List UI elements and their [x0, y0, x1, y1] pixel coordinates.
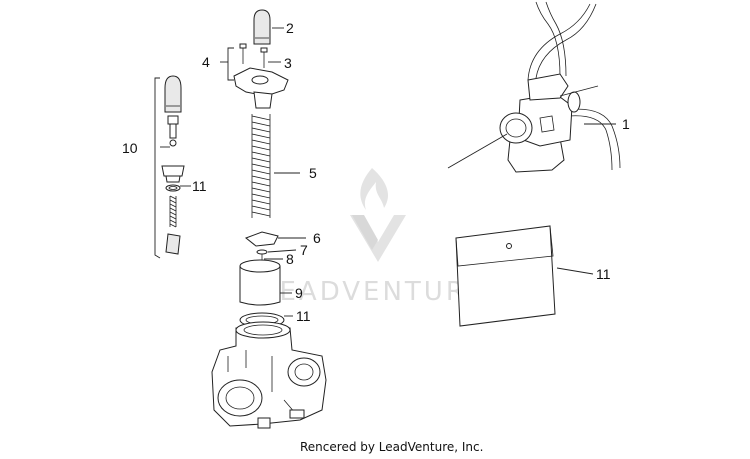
choke-plunger-assembly	[154, 75, 191, 259]
callout-10: 10	[122, 140, 138, 156]
needle-clip	[256, 249, 268, 255]
callout-2: 2	[286, 20, 294, 36]
throttle-slide	[239, 259, 281, 306]
callout-8: 8	[286, 251, 294, 267]
plunger-spring	[169, 195, 177, 228]
rubber-cap	[164, 75, 182, 113]
nut-stem	[169, 123, 177, 139]
group-bracket-10	[154, 77, 161, 259]
group-bracket-4	[227, 47, 234, 81]
o-ring-left	[165, 184, 181, 192]
callout-11-left: 11	[192, 178, 207, 194]
carb-top-cover	[233, 67, 289, 109]
callout-11-pouch: 11	[596, 266, 611, 282]
callout-7: 7	[300, 242, 308, 258]
carburetor-assembly	[499, 1, 621, 173]
carburetor-body	[211, 321, 327, 429]
nut	[167, 115, 179, 125]
throttle-spring	[251, 114, 271, 218]
cable-boot	[253, 9, 271, 45]
throttle-cable	[527, 3, 591, 81]
callout-9: 9	[295, 285, 303, 301]
callout-3: 3	[284, 55, 292, 71]
cover-screws	[239, 43, 268, 68]
leadventure-watermark: LEADVENTURE	[262, 168, 486, 307]
leadventure-flame-logo	[350, 168, 406, 262]
callout-6: 6	[313, 230, 321, 246]
watermark-text: LEADVENTURE	[262, 277, 486, 307]
needle-retainer-plate	[245, 231, 279, 247]
plunger	[165, 233, 181, 255]
callout-5: 5	[309, 165, 317, 181]
callout-11-body: 11	[296, 308, 311, 324]
callout-4: 4	[202, 54, 210, 70]
parts-pouch	[455, 225, 556, 327]
plunger-head	[161, 165, 185, 177]
render-credit: Rencered by LeadVenture, Inc.	[300, 440, 483, 454]
callout-1: 1	[622, 116, 630, 132]
